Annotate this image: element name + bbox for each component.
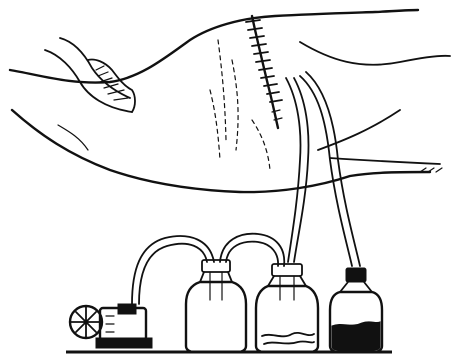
bottle-3-neck	[340, 282, 372, 292]
bottle-3-cap	[346, 268, 366, 282]
abdomen-upper-outline	[10, 10, 418, 83]
incision-guide-3	[210, 90, 220, 160]
bottle-1-inlet-pipes	[210, 272, 222, 300]
patient-arm	[45, 38, 135, 150]
incision-guide-2	[232, 60, 238, 150]
tube-to-bottle-3-inner	[306, 72, 360, 266]
incision-guide-1	[218, 40, 226, 140]
suture-stitches	[246, 20, 282, 102]
tube-pump-to-bottle-1-inner	[139, 244, 207, 304]
bottle-3-fluid	[332, 322, 380, 350]
bottle-2-neck	[268, 276, 306, 286]
suction-pump	[70, 304, 152, 348]
incision-guide-4	[252, 120, 270, 170]
abdomen-lower-outline	[12, 110, 430, 192]
drainage-tubes	[286, 72, 360, 266]
collection-bottle-3	[330, 268, 382, 352]
bottle-2-inlet-pipes	[280, 276, 294, 300]
pump-detail	[106, 316, 114, 332]
bottle-1-neck	[200, 272, 232, 282]
bottle-2-cap	[272, 264, 302, 276]
patient-body	[10, 10, 450, 192]
tube-bottle-1-to-2-inner	[226, 242, 278, 266]
pump-base	[96, 338, 152, 348]
collection-bottle-1	[186, 260, 246, 352]
bottle-1-body	[186, 282, 246, 352]
connecting-tubes	[132, 234, 284, 304]
collection-bottle-2	[256, 264, 318, 352]
pump-chamber	[118, 304, 136, 314]
back-line	[330, 158, 440, 164]
flank-curve	[300, 42, 450, 65]
bottle-2-sediment	[262, 333, 314, 344]
